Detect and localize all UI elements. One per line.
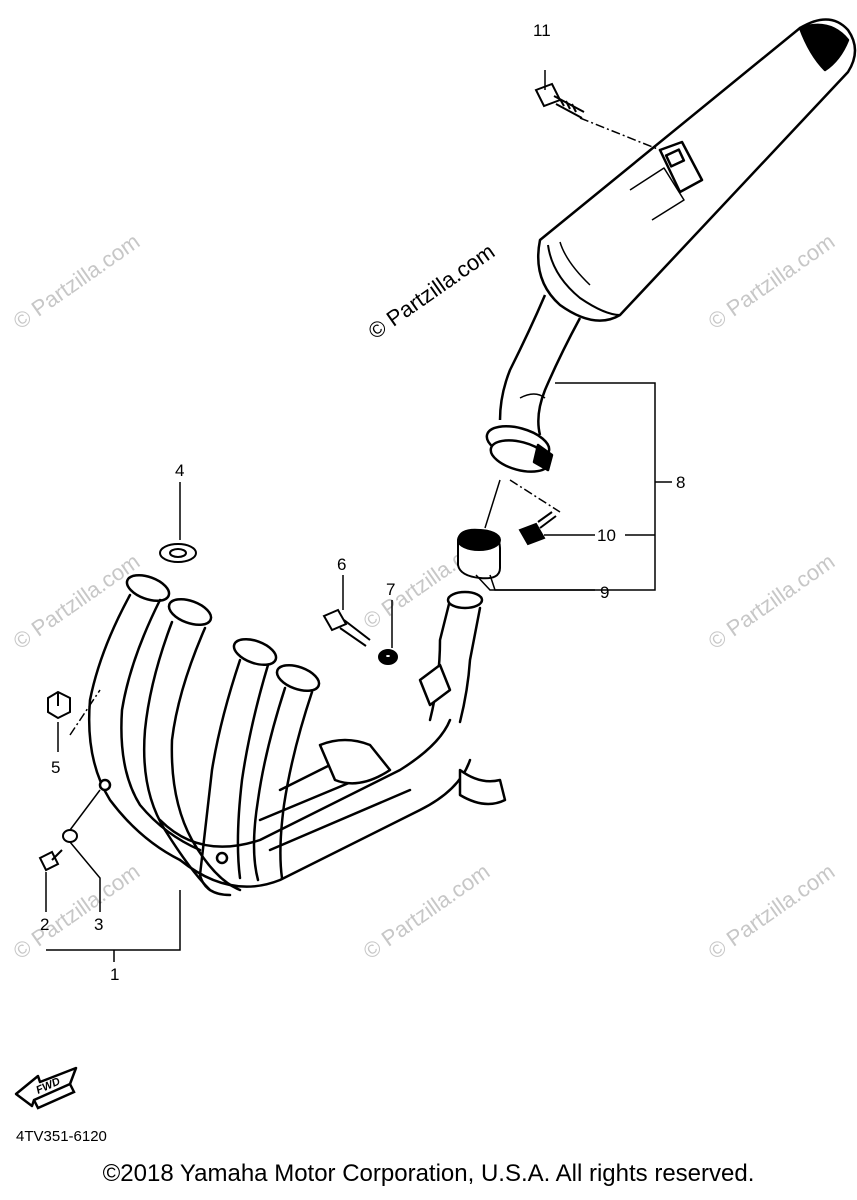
watermark-faint: © Partzilla.com: [704, 549, 840, 655]
callout-4: 4: [175, 461, 184, 480]
leader-lines: [45, 70, 672, 962]
callout-1: 1: [110, 965, 119, 984]
callout-10: 10: [597, 526, 616, 545]
bolt-11: [534, 82, 585, 119]
callout-8: 8: [676, 473, 685, 492]
callout-5: 5: [51, 758, 60, 777]
bolt-10: [518, 511, 557, 546]
washer-7: [378, 649, 398, 665]
watermark-main: © Partzilla.com: [364, 239, 500, 345]
watermark-faint: © Partzilla.com: [704, 229, 840, 335]
exhaust-pipe-assembly: [87, 573, 507, 897]
washer-3: [62, 829, 78, 843]
callout-6: 6: [337, 555, 346, 574]
copyright-notice: ©2018 Yamaha Motor Corporation, U.S.A. A…: [102, 1160, 755, 1187]
muffler: [485, 18, 857, 473]
bolt-2: [38, 849, 63, 872]
nut-5: [47, 690, 71, 720]
callout-7: 7: [386, 580, 395, 599]
callout-3: 3: [94, 915, 103, 934]
callout-11: 11: [533, 21, 551, 40]
callout-2: 2: [40, 915, 49, 934]
watermark-faint: © Partzilla.com: [9, 229, 145, 335]
fwd-arrow-icon: FWD: [14, 1066, 78, 1110]
watermark-faint: © Partzilla.com: [9, 549, 145, 655]
watermark-faint: © Partzilla.com: [359, 859, 495, 965]
watermark-group: © Partzilla.com © Partzilla.com © Partzi…: [9, 229, 840, 965]
gasket-9: [457, 528, 501, 580]
gasket-4: [159, 543, 197, 563]
watermark-faint: © Partzilla.com: [704, 859, 840, 965]
bolt-6: [322, 608, 371, 647]
diagram-code: 4TV351-6120: [16, 1128, 107, 1145]
callout-9: 9: [600, 583, 609, 602]
watermark-faint: © Partzilla.com: [9, 859, 145, 965]
callout-labels: 11 4 8 10 6 7 9 5 2 3 1: [40, 21, 685, 984]
